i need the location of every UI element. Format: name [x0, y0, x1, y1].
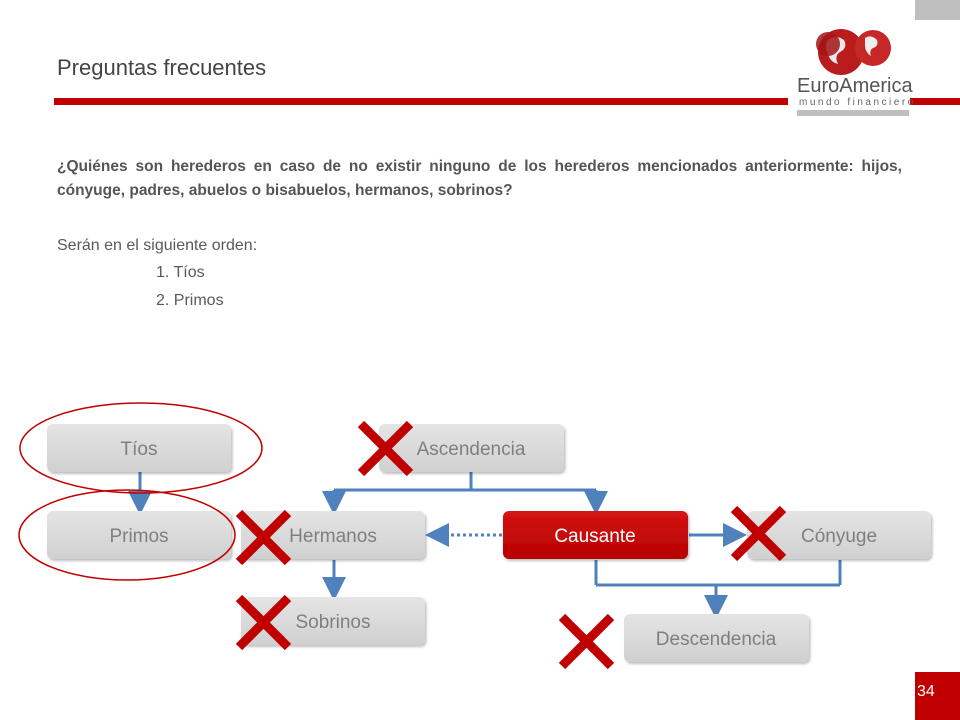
node-label: Primos — [109, 526, 168, 547]
node-sobrinos: Sobrinos — [241, 597, 425, 645]
node-tios: Tíos — [47, 424, 231, 472]
node-primos: Primos — [47, 511, 231, 559]
logo-brand: EuroAmerica — [797, 75, 913, 97]
node-descendencia: Descendencia — [624, 614, 809, 662]
highlight-ellipse — [18, 489, 236, 581]
cross-icon — [235, 594, 292, 651]
page-number: 34 — [917, 683, 935, 700]
list-item: 1. Tíos — [156, 264, 205, 281]
faq-question: ¿Quiénes son herederos en caso de no exi… — [57, 158, 902, 199]
cross-icon — [730, 505, 787, 562]
node-label: Tíos — [121, 439, 158, 460]
logo-tagline: mundo financiero — [799, 97, 916, 108]
node-label: Cónyuge — [801, 526, 877, 547]
connector-lines — [128, 472, 842, 619]
page-number-box — [915, 672, 960, 720]
page-title: Preguntas frecuentes — [57, 55, 267, 80]
node-ascendencia: Ascendencia — [379, 424, 564, 472]
node-hermanos: Hermanos — [241, 511, 425, 559]
node-label: Ascendencia — [417, 439, 526, 460]
euroamerica-logo: EuroAmerica mundo financiero — [797, 29, 916, 116]
corner-decoration — [915, 0, 960, 20]
highlight-ellipse — [19, 402, 263, 494]
faq-intro: Serán en el siguiente orden: — [57, 237, 258, 254]
node-label: Sobrinos — [296, 612, 371, 633]
cross-icon — [558, 613, 615, 670]
cross-icon — [357, 420, 414, 477]
node-conyuge: Cónyuge — [747, 511, 931, 559]
node-label: Hermanos — [289, 526, 377, 547]
node-causante: Causante — [503, 511, 688, 559]
list-item: 2. Primos — [156, 292, 224, 309]
cross-icon — [235, 509, 292, 566]
title-underline-right — [910, 98, 960, 105]
globe-icon — [816, 29, 891, 75]
node-label: Causante — [554, 526, 635, 547]
title-underline — [54, 98, 788, 105]
node-label: Descendencia — [656, 629, 777, 650]
